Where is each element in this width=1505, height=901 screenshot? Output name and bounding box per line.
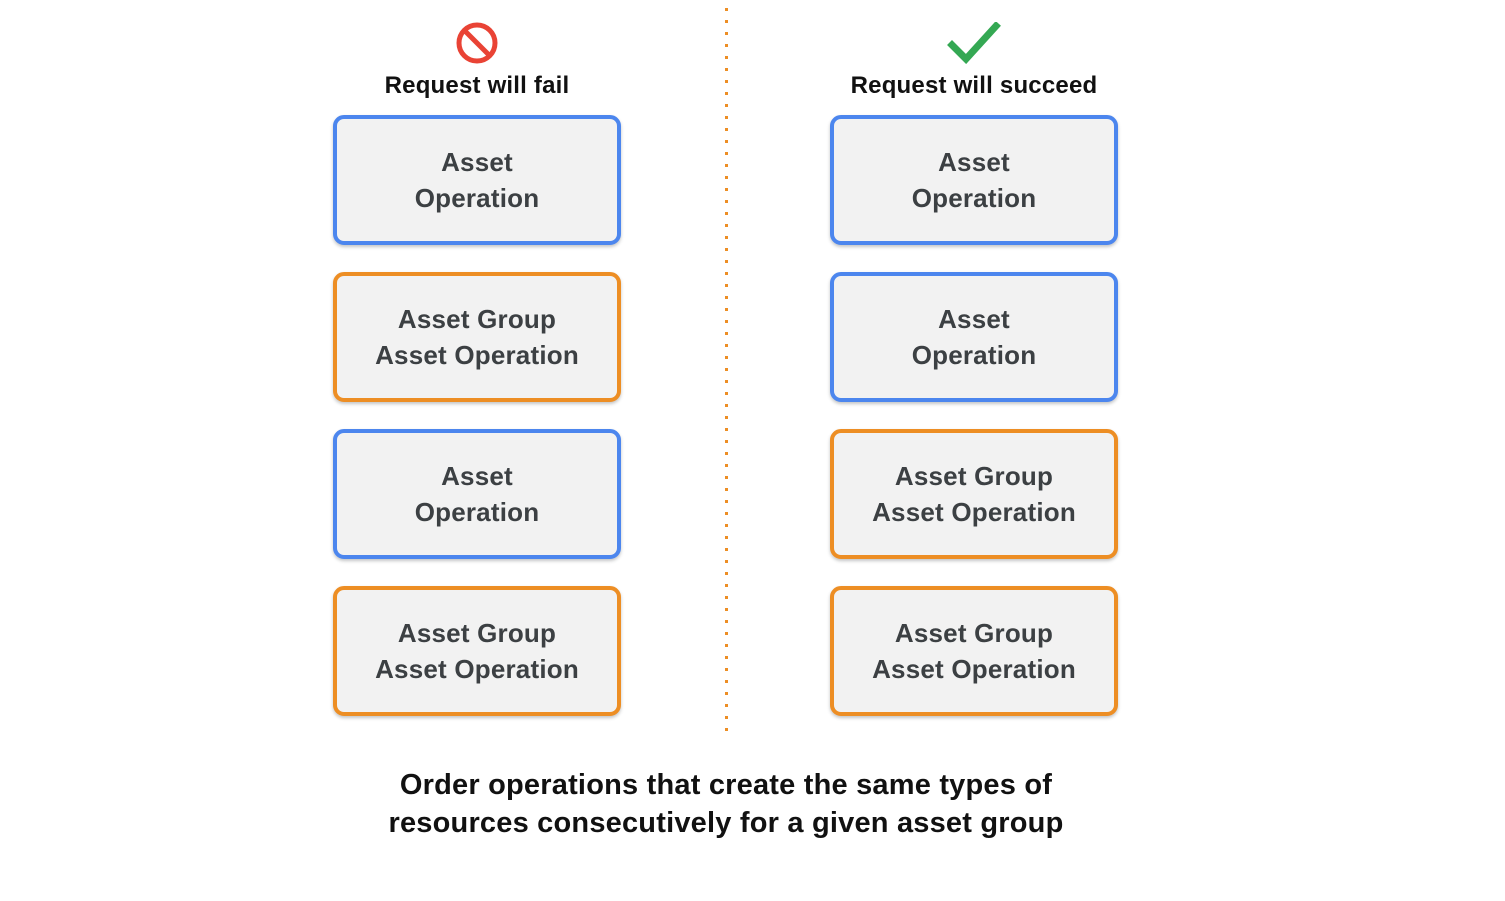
box-label: Operation bbox=[911, 340, 1037, 370]
box-label: Asset Operation bbox=[872, 654, 1076, 684]
operation-box: Asset Operation bbox=[333, 115, 621, 245]
diagram-caption: Order operations that create the same ty… bbox=[0, 766, 1452, 842]
box-label: Operation bbox=[414, 497, 540, 527]
fail-column: Request will fail Asset Operation Asset … bbox=[333, 10, 621, 716]
operation-box: Asset Group Asset Operation bbox=[333, 586, 621, 716]
operation-box: Asset Group Asset Operation bbox=[830, 586, 1118, 716]
caption-line: Order operations that create the same ty… bbox=[399, 769, 1053, 801]
column-title: Request will succeed bbox=[850, 72, 1098, 99]
box-label: Asset Operation bbox=[375, 654, 579, 684]
box-label: Asset bbox=[441, 147, 513, 177]
caption-line: resources consecutively for a given asse… bbox=[388, 807, 1064, 839]
succeed-column: Request will succeed Asset Operation Ass… bbox=[830, 10, 1118, 716]
operation-box: Asset Group Asset Operation bbox=[830, 429, 1118, 559]
box-label: Operation bbox=[414, 183, 540, 213]
operation-box: Asset Operation bbox=[333, 429, 621, 559]
dotted-divider bbox=[725, 8, 728, 738]
box-label: Asset bbox=[938, 147, 1010, 177]
fail-box-list: Asset Operation Asset Group Asset Operat… bbox=[333, 115, 621, 716]
box-label: Asset bbox=[441, 461, 513, 491]
box-label: Asset Operation bbox=[872, 497, 1076, 527]
succeed-box-list: Asset Operation Asset Operation Asset Gr… bbox=[830, 115, 1118, 716]
box-label: Asset Operation bbox=[375, 340, 579, 370]
operation-box: Asset Operation bbox=[830, 272, 1118, 402]
box-label: Asset bbox=[938, 304, 1010, 334]
box-label: Asset Group bbox=[894, 618, 1054, 648]
box-label: Operation bbox=[911, 183, 1037, 213]
column-title: Request will fail bbox=[384, 72, 570, 99]
operation-box: Asset Operation bbox=[830, 115, 1118, 245]
operation-box: Asset Group Asset Operation bbox=[333, 272, 621, 402]
prohibition-icon bbox=[455, 20, 499, 66]
box-label: Asset Group bbox=[397, 618, 557, 648]
box-label: Asset Group bbox=[397, 304, 557, 334]
checkmark-icon bbox=[947, 20, 1001, 66]
box-label: Asset Group bbox=[894, 461, 1054, 491]
